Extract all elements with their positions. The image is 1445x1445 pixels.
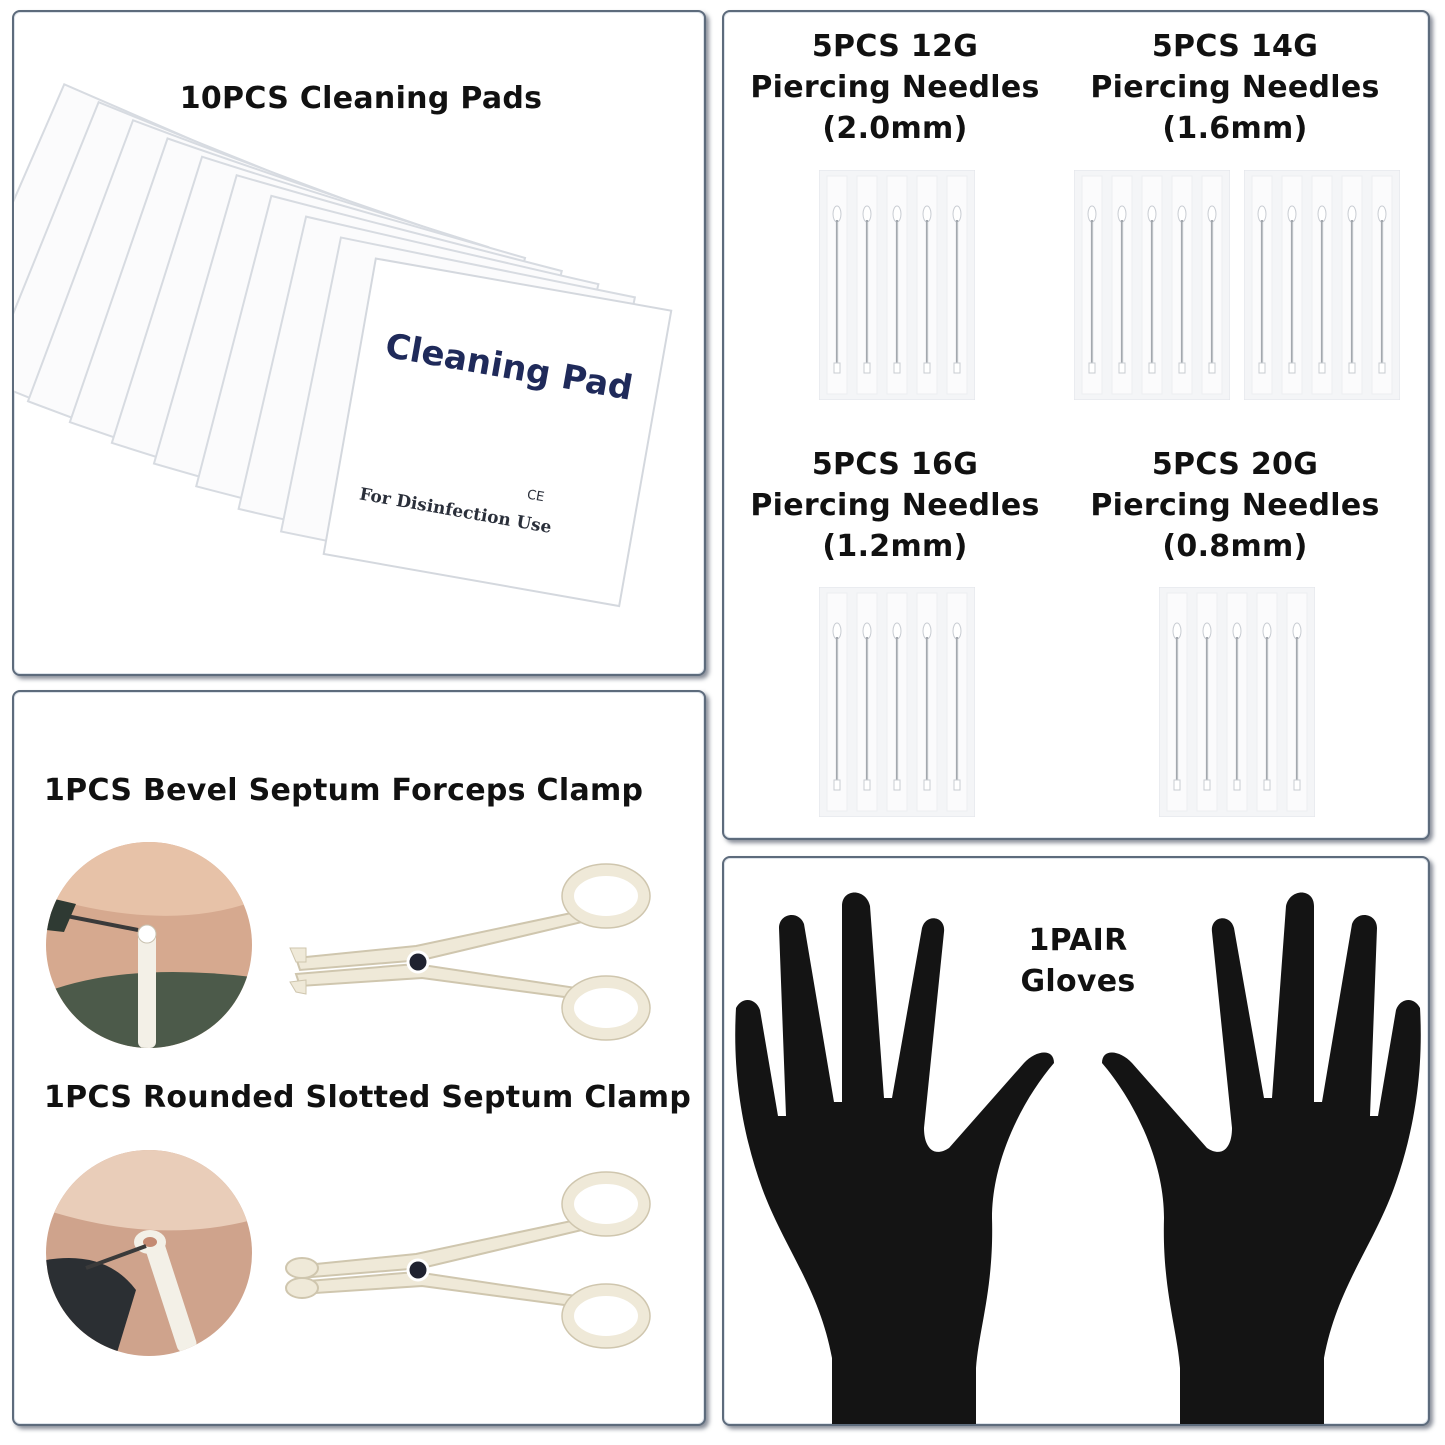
piercing-needle: [916, 175, 938, 395]
piercing-needle: [1341, 175, 1363, 395]
clamp-tip: [289, 947, 307, 995]
piercing-needle: [1196, 592, 1218, 812]
clamp-arm-lower: [294, 1270, 651, 1349]
piercing-needle: [856, 175, 878, 395]
piercing-needle: [886, 175, 908, 395]
piercing-needle: [1226, 592, 1248, 812]
piercing-needle: [1286, 592, 1308, 812]
piercing-needle: [946, 592, 968, 812]
bevel-clamp-label: 1PCS Bevel Septum Forceps Clamp: [44, 773, 644, 808]
gloves-image: [735, 892, 1421, 1424]
clamp-tip: [285, 1257, 319, 1299]
bevel-forceps-clamp: [289, 863, 651, 1041]
piercing-needle: [1141, 175, 1163, 395]
piercing-needle: [916, 592, 938, 812]
piercing-needle: [1171, 175, 1193, 395]
needle-pack-14g-a: [1074, 170, 1230, 400]
piercing-needle: [826, 175, 848, 395]
left-glove: [735, 892, 1054, 1424]
piercing-needle: [1281, 175, 1303, 395]
piercing-needle: [946, 175, 968, 395]
cleaning-pads-image: Cleaning Pad For Disinfection Use CE: [14, 82, 673, 608]
piercing-needle: [826, 592, 848, 812]
bevel-clamp-photo: [46, 842, 252, 1048]
piercing-needle: [1081, 175, 1103, 395]
clamp-arm-upper: [294, 1171, 651, 1280]
piercing-needle: [1256, 592, 1278, 812]
piercing-needle: [856, 592, 878, 812]
piercing-needle: [1251, 175, 1273, 395]
piercing-needle: [1311, 175, 1333, 395]
clamp-arm-upper: [294, 863, 651, 972]
cleaning-pads-title: 10PCS Cleaning Pads: [179, 81, 543, 116]
clamp-pivot: [406, 1258, 430, 1282]
piercing-needle: [1371, 175, 1393, 395]
pad-mark: CE: [526, 488, 546, 506]
clamp-arm-lower: [294, 962, 651, 1041]
piercing-needle: [1111, 175, 1133, 395]
piercing-needle: [886, 592, 908, 812]
rounded-clamp-label: 1PCS Rounded Slotted Septum Clamp: [44, 1080, 692, 1115]
rounded-slotted-clamp: [285, 1171, 651, 1349]
needle-pack-20g: [1159, 587, 1315, 817]
right-glove: [1102, 892, 1421, 1424]
clamps-panel: 1PCS Bevel Septum Forceps Clamp 1PCS Rou…: [12, 690, 706, 1426]
needle-pack-12g: [819, 170, 975, 400]
needle-pack-14g-b: [1244, 170, 1400, 400]
piercing-needle: [1201, 175, 1223, 395]
clamp-pivot: [406, 950, 430, 974]
rounded-clamp-photo: [46, 1150, 252, 1356]
needle-pack-16g: [819, 587, 975, 817]
cleaning-pads-panel: 10PCS Cleaning Pads Cleaning Pad For Dis…: [12, 10, 706, 676]
piercing-needle: [1166, 592, 1188, 812]
